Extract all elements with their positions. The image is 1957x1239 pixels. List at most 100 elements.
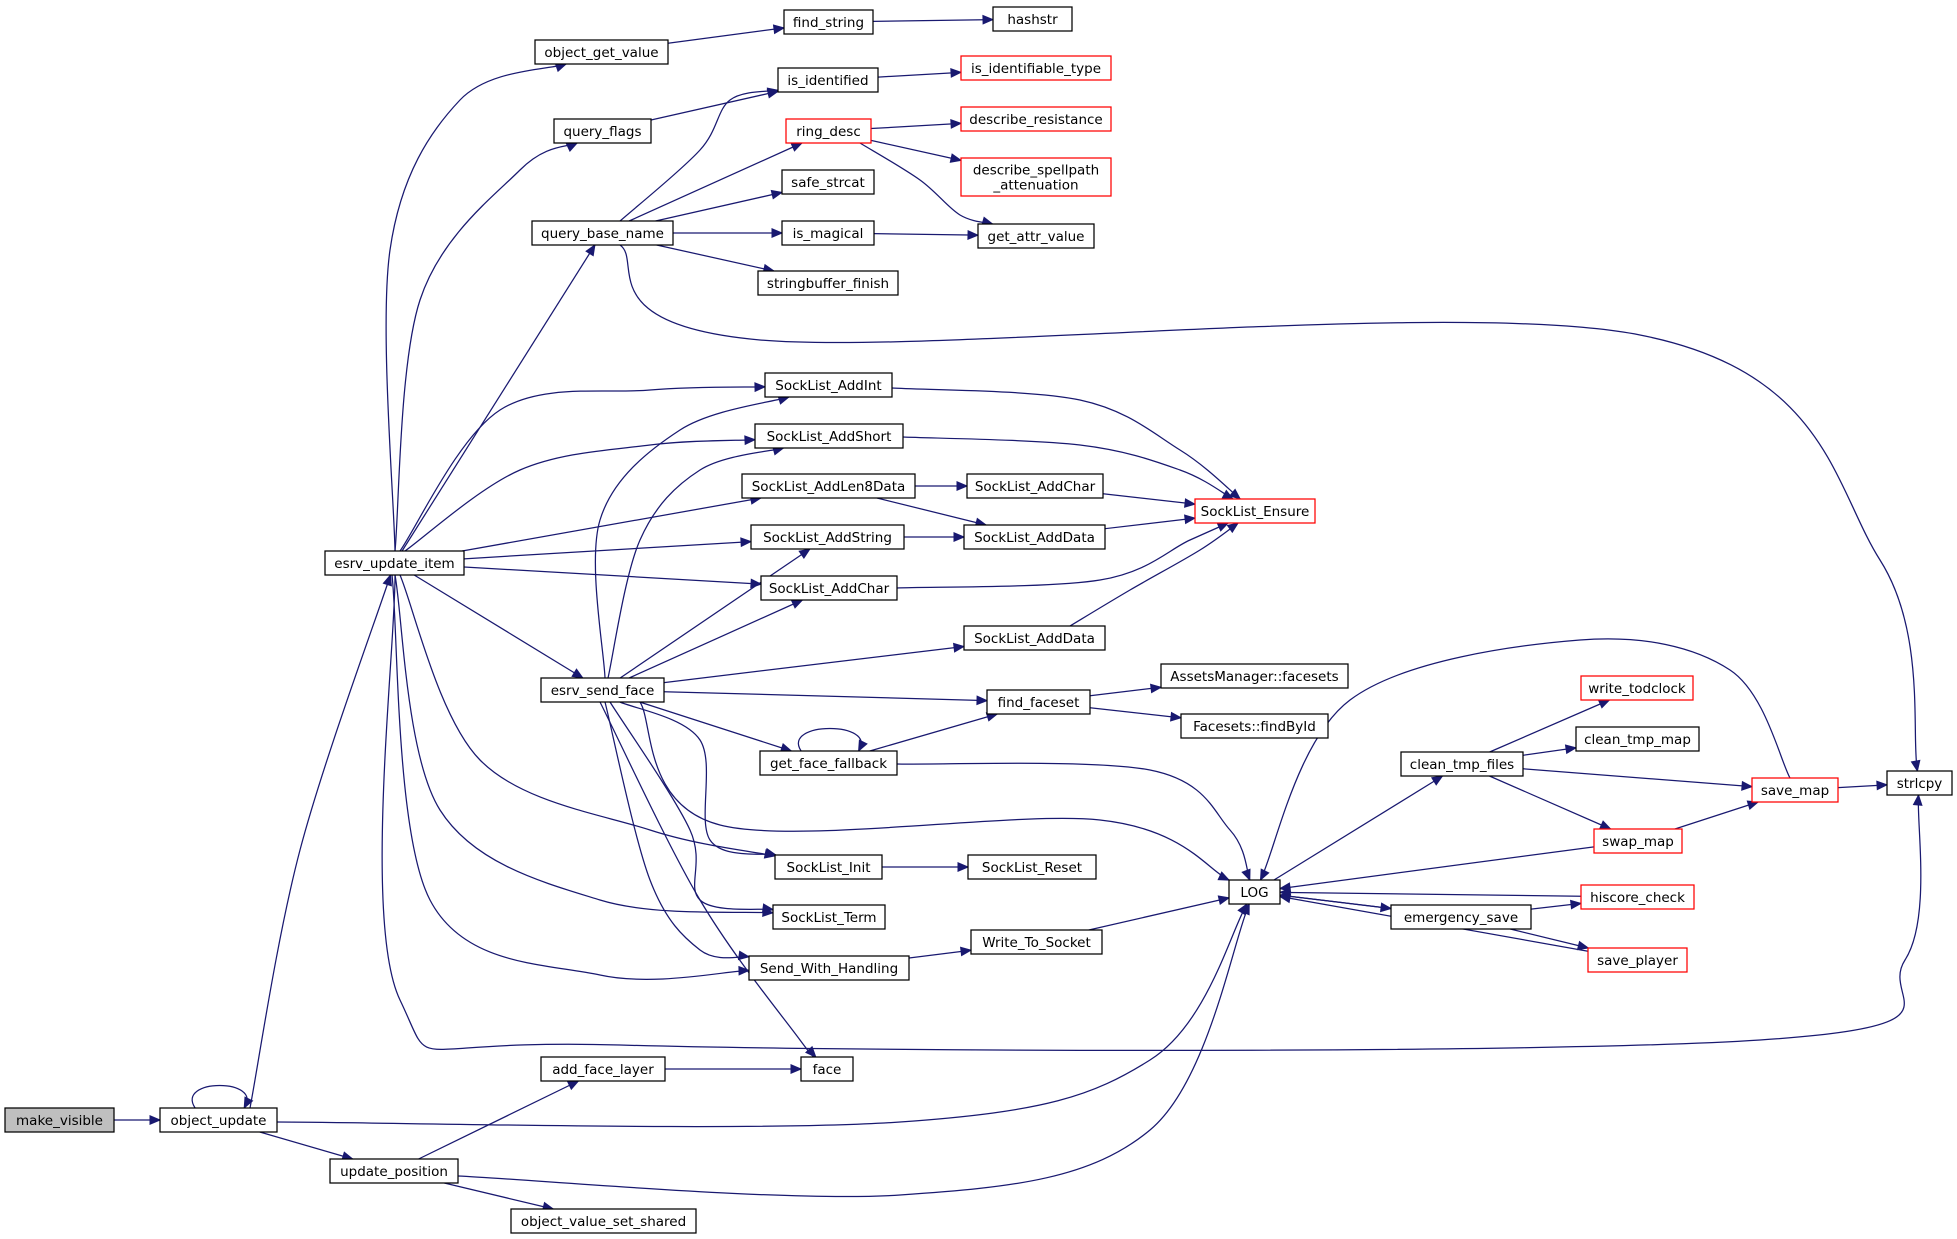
node-describe-resistance[interactable]: describe_resistance <box>960 106 1112 132</box>
node-socklist-init[interactable]: SockList_Init <box>774 854 883 880</box>
node-add-face-layer[interactable]: add_face_layer <box>540 1056 666 1082</box>
node-esrv-send-face[interactable]: esrv_send_face <box>540 677 665 703</box>
node-ring-desc[interactable]: ring_desc <box>785 118 872 144</box>
node-label: query_base_name <box>541 226 664 242</box>
node-socklist-adddata-a[interactable]: SockList_AddData <box>963 524 1106 550</box>
edge-esrv_update_item-to-SockList_Init <box>399 574 777 859</box>
edge-is_identified-to-is_identifiable_type <box>877 67 963 78</box>
node-box <box>774 854 883 880</box>
edge-emergency_save-to-save_player <box>1510 928 1590 951</box>
node-write-to-socket[interactable]: Write_To_Socket <box>970 929 1103 955</box>
node-esrv-update-item[interactable]: esrv_update_item <box>324 550 465 576</box>
node-save-player[interactable]: save_player <box>1587 947 1688 973</box>
node-socklist-ensure[interactable]: SockList_Ensure <box>1194 498 1316 524</box>
edge-find_faceset-to-Facesets_findById <box>1089 707 1183 722</box>
edge-esrv_send_face-to-SockList_AddChar_l <box>628 599 804 679</box>
node-strlcpy[interactable]: strlcpy <box>1886 770 1953 796</box>
edge-LOG-to-clean_tmp_files <box>1273 775 1444 881</box>
edge-esrv_update_item-to-esrv_send_face <box>413 574 584 679</box>
node-socklist-addlen8data[interactable]: SockList_AddLen8Data <box>741 473 916 499</box>
node-label: clean_tmp_map <box>1584 732 1691 748</box>
edges-layer <box>114 14 1923 1212</box>
node-send-with-handling[interactable]: Send_With_Handling <box>748 955 910 981</box>
node-is-magical[interactable]: is_magical <box>781 220 875 246</box>
edge-update_position-to-object_value_set_shared <box>444 1182 555 1212</box>
node-get-face-fallback[interactable]: get_face_fallback <box>759 750 898 776</box>
node-box <box>1593 828 1683 854</box>
node-clean-tmp-files[interactable]: clean_tmp_files <box>1400 751 1524 777</box>
node-label: strlcpy <box>1897 776 1943 792</box>
node-hiscore-check[interactable]: hiscore_check <box>1580 884 1695 910</box>
node-assetsmanager-facesets[interactable]: AssetsManager::facesets <box>1160 663 1349 689</box>
edge-emergency_save-to-hiscore_check <box>1530 899 1583 910</box>
node-box <box>800 1056 854 1082</box>
node-is-identifiable-type[interactable]: is_identifiable_type <box>960 55 1112 81</box>
node-socklist-addint[interactable]: SockList_AddInt <box>764 372 893 398</box>
node-query-flags[interactable]: query_flags <box>553 118 652 144</box>
node-query-base-name[interactable]: query_base_name <box>531 220 674 246</box>
node-find-string[interactable]: find_string <box>783 9 874 35</box>
edge-ring_desc-to-describe_spellpath_attenuation <box>870 139 963 163</box>
node-socklist-term[interactable]: SockList_Term <box>772 904 886 930</box>
node-get-attr-value[interactable]: get_attr_value <box>977 223 1095 249</box>
edge-esrv_send_face-to-SockList_AddString <box>619 548 811 679</box>
node-box <box>781 169 875 195</box>
node-clean-tmp-map[interactable]: clean_tmp_map <box>1575 726 1700 752</box>
node-write-todclock[interactable]: write_todclock <box>1580 675 1694 701</box>
node-socklist-addshort[interactable]: SockList_AddShort <box>754 423 904 449</box>
node-box <box>970 929 1103 955</box>
node-safe-strcat[interactable]: safe_strcat <box>781 169 875 195</box>
node-box <box>960 106 1112 132</box>
node-box <box>1751 777 1839 803</box>
node-box <box>963 524 1106 550</box>
node-object-update[interactable]: object_update <box>159 1107 278 1133</box>
node-emergency-save[interactable]: emergency_save <box>1390 904 1532 930</box>
node-face[interactable]: face <box>800 1056 854 1082</box>
node-facesets-findbyid[interactable]: Facesets::findById <box>1180 713 1329 739</box>
node-find-faceset[interactable]: find_faceset <box>986 689 1091 715</box>
node-box <box>1390 904 1532 930</box>
node-object-get-value[interactable]: object_get_value <box>534 39 669 65</box>
node-box <box>757 270 899 296</box>
node-object-value-set-shared[interactable]: object_value_set_shared <box>510 1208 697 1234</box>
node-label: find_faceset <box>998 695 1080 711</box>
node-swap-map[interactable]: swap_map <box>1593 828 1683 854</box>
node-make-visible[interactable]: make_visible <box>4 1107 115 1133</box>
node-socklist-addstring[interactable]: SockList_AddString <box>750 524 905 550</box>
node-stringbuffer-finish[interactable]: stringbuffer_finish <box>757 270 899 296</box>
node-label: emergency_save <box>1404 910 1518 926</box>
node-hashstr[interactable]: hashstr <box>992 6 1073 32</box>
edge-esrv_update_item-to-query_base_name <box>401 243 596 552</box>
node-socklist-addchar-r[interactable]: SockList_AddChar <box>966 473 1104 499</box>
node-label: SockList_Ensure <box>1201 504 1310 520</box>
node-socklist-reset[interactable]: SockList_Reset <box>967 854 1097 880</box>
edge-SockList_AddChar_l-to-SockList_Ensure <box>896 522 1230 589</box>
node-update-position[interactable]: update_position <box>329 1158 459 1184</box>
node-label: describe_resistance <box>969 112 1102 128</box>
edge-esrv_update_item-to-SockList_AddInt <box>399 382 767 552</box>
node-socklist-addchar-l[interactable]: SockList_AddChar <box>760 575 898 601</box>
node-box <box>1587 947 1688 973</box>
nodes-layer: make_visible object_update update_position… <box>4 6 1953 1234</box>
edge-esrv_update_item-to-Send_With_Handling <box>391 574 751 980</box>
edge-object_update-to-esrv_update_item <box>249 573 392 1109</box>
node-log[interactable]: LOG <box>1228 879 1281 905</box>
node-label: query_flags <box>563 124 641 140</box>
node-describe-spellpath-attenuation[interactable]: describe_spellpath_attenuation <box>960 157 1112 197</box>
edge-esrv_send_face-to-SockList_Term <box>609 701 775 914</box>
node-box <box>4 1107 115 1133</box>
node-box <box>1580 884 1695 910</box>
node-box <box>960 55 1112 81</box>
edge-query_base_name-to-ring_desc <box>628 142 804 222</box>
node-label: add_face_layer <box>552 1062 654 1078</box>
edge-SockList_Init-to-SockList_Reset <box>882 862 970 872</box>
node-label: SockList_AddInt <box>775 378 881 394</box>
node-label: SockList_Init <box>787 860 871 876</box>
node-is-identified[interactable]: is_identified <box>777 67 879 93</box>
edge-clean_tmp_files-to-swap_map <box>1489 775 1612 830</box>
node-save-map[interactable]: save_map <box>1751 777 1839 803</box>
node-box <box>329 1158 459 1184</box>
node-box <box>1400 751 1524 777</box>
node-socklist-adddata-b[interactable]: SockList_AddData <box>963 625 1106 651</box>
